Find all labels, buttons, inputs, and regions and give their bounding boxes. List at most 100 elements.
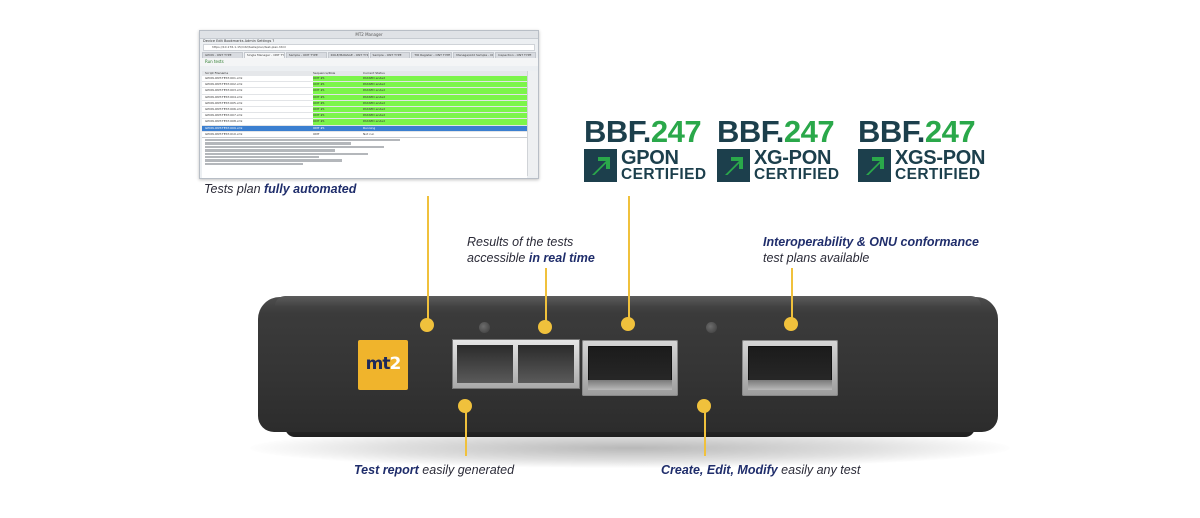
tab-item: Inspection - ONT TYPE (495, 52, 536, 58)
table-cell: GPON-ONT-TEST-007.xml (205, 113, 243, 118)
callout-line (791, 268, 793, 324)
caption-text: easily generated (418, 463, 515, 477)
sfp-slot (518, 345, 574, 383)
tab-item: Single Manager - ONT TYPE (243, 52, 285, 58)
badge-tech: GPON (621, 147, 679, 169)
badge-cert: CERTIFIED (754, 166, 840, 183)
callout-dot (420, 318, 434, 332)
log-line (205, 149, 335, 152)
column-header: Sequence/Role (313, 71, 336, 75)
caption-bold: Create, Edit, Modify (661, 463, 778, 477)
status-led (479, 322, 490, 333)
tab-strip: GPON - ONT TYPE Single Manager - ONT TYP… (200, 51, 538, 58)
badge-prefix: BBF. (858, 114, 925, 149)
side-toolbar (527, 71, 538, 176)
optical-port-1 (582, 340, 678, 396)
caption-bold: fully automated (264, 182, 357, 196)
table-cell: GPON-ONT-TEST-003.xml (205, 88, 243, 93)
table-row: GPON-ONT-TEST-009.xml ONT #1 Running (202, 125, 527, 132)
optical-port-2 (742, 340, 838, 396)
callout-line (427, 196, 429, 324)
caption-bold: Test report (354, 463, 419, 477)
table-cell: ONT (313, 131, 320, 136)
table-cell: GPON-ONT-TEST-010.xml (205, 131, 243, 136)
table-cell: GPON-ONT-TEST-008.xml (205, 119, 243, 124)
logo-suffix: 2 (389, 354, 402, 374)
tab-item: Sample - ONT TYPE (285, 52, 327, 58)
table-cell: GPON-ONT-TEST-005.xml (205, 100, 243, 105)
badge-tech: XGS-PON (895, 147, 986, 169)
sfp-slot (457, 345, 513, 383)
table-cell: PASSED ended (363, 119, 527, 125)
status-led (706, 322, 717, 333)
caption-text: easily any test (777, 463, 861, 477)
callout-line (465, 406, 467, 456)
tab-item: Sample - ONT TYPE (369, 52, 411, 58)
callout-line (704, 406, 706, 456)
badge-prefix: BBF. (717, 114, 784, 149)
table-cell: GPON-ONT-TEST-001.xml (205, 76, 243, 80)
log-line (205, 139, 400, 142)
tab-item: Manage/Add Sample - ONT TYPE (453, 52, 495, 58)
caption-report: Test report easily generated (354, 462, 514, 478)
caption-text: Results of the tests (467, 235, 574, 249)
table-cell: PASSED ended (363, 76, 527, 82)
table-cell: ONT #1 (313, 113, 363, 119)
caption-bold: Interoperability & ONU conformance (763, 235, 980, 249)
test-plan-screenshot: MT2 Manager Device Edit Bookmarks Admin … (199, 30, 539, 179)
sfp-cage (452, 339, 580, 389)
callout-dot (621, 317, 635, 331)
certified-arrow-icon (858, 149, 891, 182)
callout-line (628, 196, 630, 324)
caption-interop: Interoperability & ONU conformance test … (763, 234, 979, 266)
badge-title: BBF.247 (717, 116, 857, 147)
table-cell: GPON-ONT-TEST-009.xml (205, 125, 243, 130)
badge-number: 247 (650, 114, 702, 149)
callout-dot (784, 317, 798, 331)
table-cell: PASSED ended (363, 113, 527, 119)
table-cell: ONT #1 (313, 94, 363, 100)
window-title: MT2 Manager (200, 31, 538, 39)
table-cell: ONT #1 (313, 76, 363, 82)
table-cell: ONT #1 (313, 125, 325, 130)
log-line (205, 142, 352, 145)
table-cell: ONT #1 (313, 100, 363, 106)
caption-text: Tests plan (204, 182, 264, 196)
log-panel (202, 137, 527, 178)
logo-main: mt (365, 354, 391, 374)
table-header: Script Filename Sequence/Role Current St… (202, 71, 527, 76)
badge-number: 247 (783, 114, 835, 149)
table-cell: GPON-ONT-TEST-002.xml (205, 82, 243, 87)
badge-title: BBF.247 (584, 116, 724, 147)
log-line (205, 162, 303, 166)
table-cell: ONT #1 (313, 82, 363, 88)
caption-text: test plans available (763, 251, 870, 265)
badge-prefix: BBF. (584, 114, 651, 149)
table-cell: GPON-ONT-TEST-004.xml (205, 94, 243, 99)
menu-bar: Device Edit Bookmarks Admin Settings ? (203, 39, 275, 43)
caption-text: accessible (467, 251, 529, 265)
badge-tech: XG-PON (754, 147, 832, 169)
table-cell: ONT #1 (313, 88, 363, 94)
run-tests-label: Run tests (200, 58, 538, 66)
certified-arrow-icon (717, 149, 750, 182)
table-cell: GPON-ONT-TEST-006.xml (205, 106, 243, 111)
tab-item: TIR Register - ONT TYPE (411, 52, 453, 58)
table-cell: ONT #1 (313, 119, 363, 125)
table-cell: Running (363, 125, 376, 130)
badge-cert: CERTIFIED (621, 166, 707, 183)
mt2-logo: mt2 (358, 340, 408, 390)
badge-number: 247 (924, 114, 976, 149)
badge-title: BBF.247 (858, 116, 998, 147)
log-line (205, 152, 368, 155)
